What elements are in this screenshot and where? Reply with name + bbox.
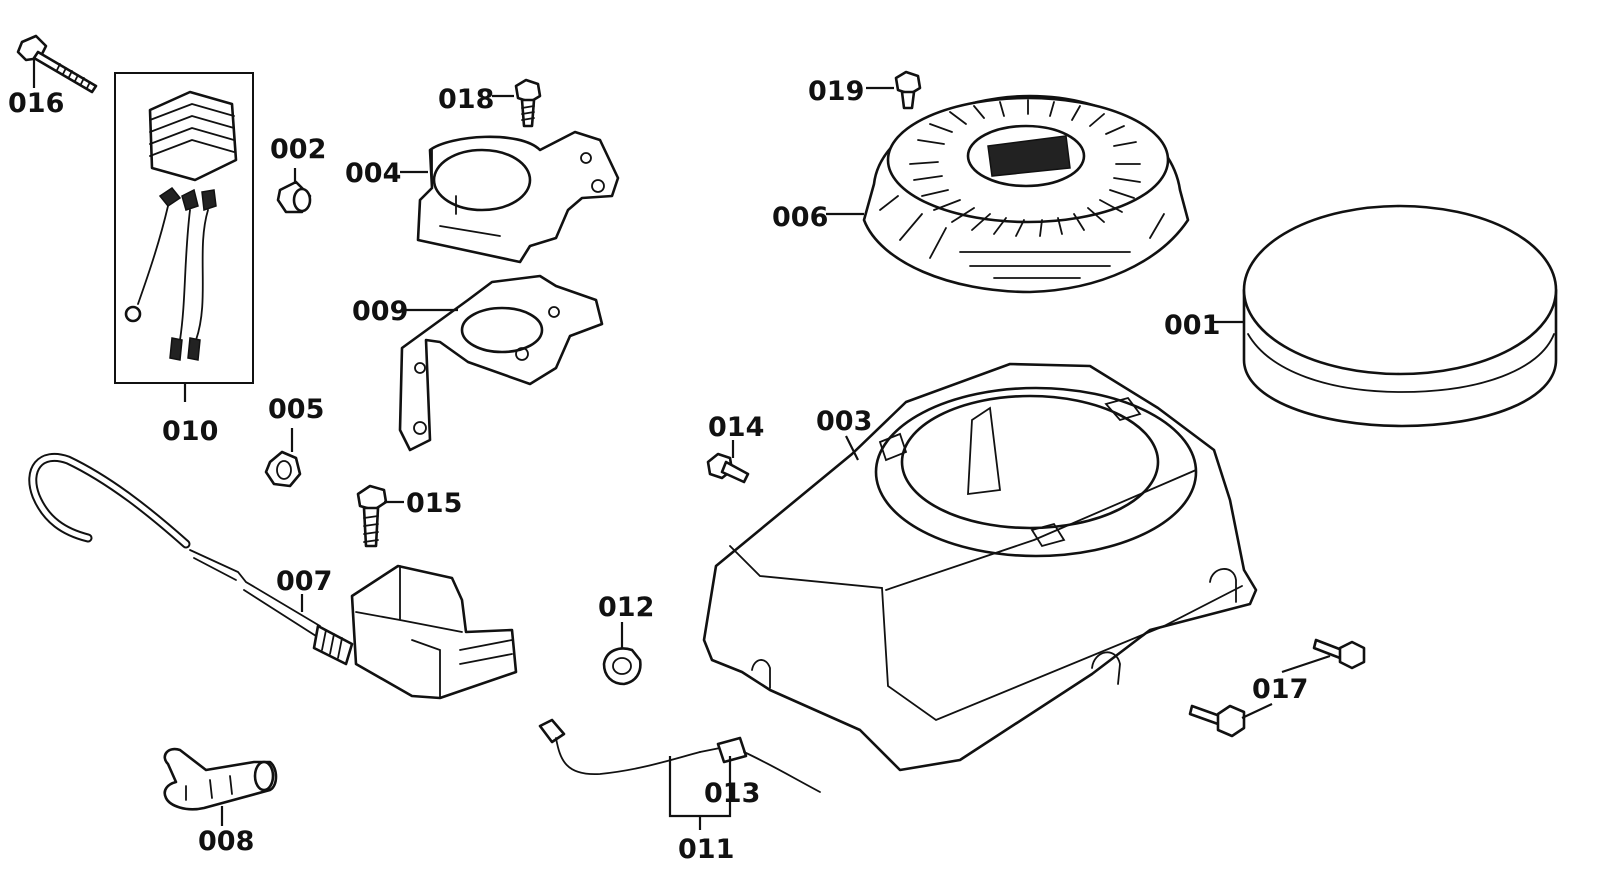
leader-017-upper <box>1281 654 1331 674</box>
callout-014: 014 <box>708 412 764 443</box>
callout-019: 019 <box>808 76 864 107</box>
part-006-recoil-starter <box>862 94 1190 294</box>
part-017-bolts <box>1188 638 1366 738</box>
callout-011: 011 <box>678 834 734 865</box>
callout-007: 007 <box>276 566 332 597</box>
part-019-bolt <box>894 70 922 110</box>
callout-015: 015 <box>406 488 462 519</box>
callout-001: 001 <box>1164 310 1220 341</box>
callout-006: 006 <box>772 202 828 233</box>
part-007-ignition-coil <box>28 452 518 700</box>
part-003-blower-housing <box>702 362 1258 772</box>
part-005-nut <box>264 450 302 488</box>
part-009-plate <box>398 274 604 452</box>
part-016-long-bolt <box>16 34 98 94</box>
callout-012: 012 <box>598 592 654 623</box>
leader-003 <box>845 435 859 461</box>
part-008-spark-plug-cap <box>163 747 278 811</box>
part-004-bracket <box>416 130 620 264</box>
part-015-bolt <box>356 484 388 548</box>
part-011-stop-wire <box>538 718 821 793</box>
callout-010: 010 <box>162 416 218 447</box>
callout-002: 002 <box>270 134 326 165</box>
leader-017-lower <box>1241 703 1273 719</box>
callout-004: 004 <box>345 158 401 189</box>
callout-017: 017 <box>1252 674 1308 705</box>
callout-013: 013 <box>704 778 760 809</box>
callout-016: 016 <box>8 88 64 119</box>
part-018-bolt <box>514 78 542 128</box>
part-001-air-filter <box>1242 204 1558 428</box>
callout-008: 008 <box>198 826 254 857</box>
part-010-regulator-assembly <box>114 72 254 384</box>
callout-005: 005 <box>268 394 324 425</box>
callout-009: 009 <box>352 296 408 327</box>
part-012-clip <box>602 647 642 686</box>
part-014-bolt <box>706 452 750 484</box>
part-002-spacer <box>276 180 312 214</box>
callout-003: 003 <box>816 406 872 437</box>
callout-018: 018 <box>438 84 494 115</box>
